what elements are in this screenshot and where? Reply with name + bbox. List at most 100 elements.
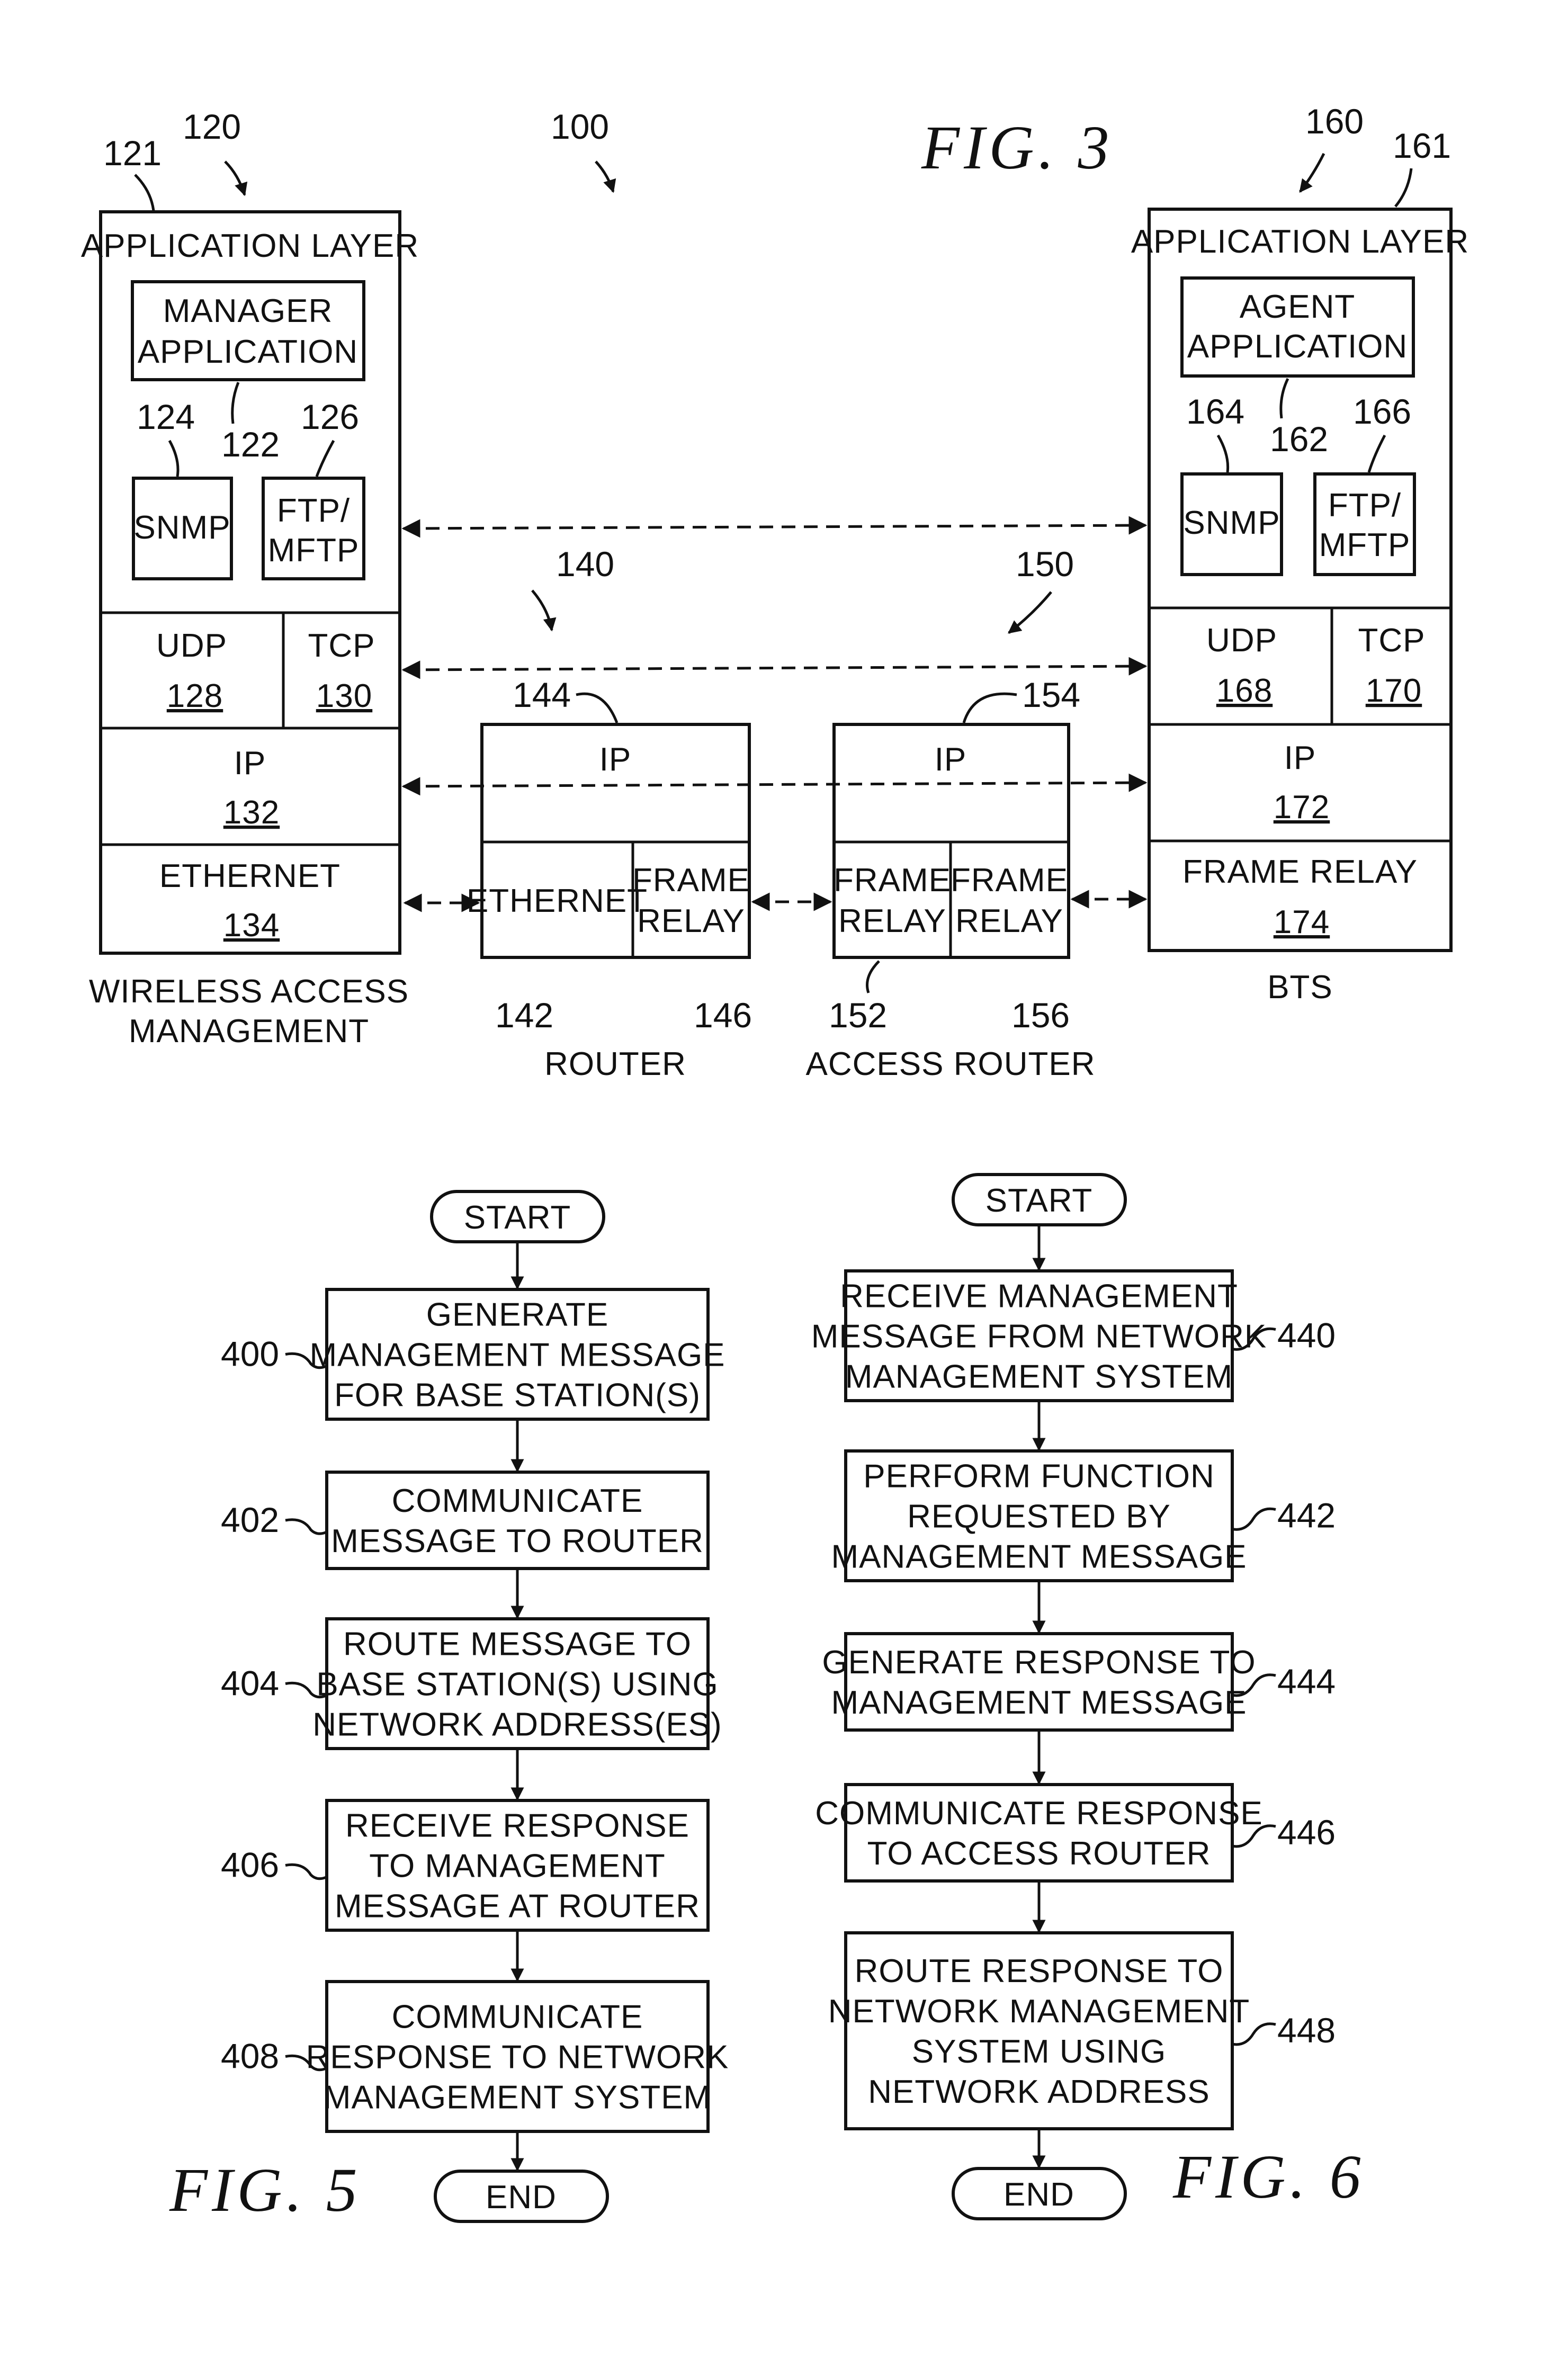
ref-wam-leader [224,160,248,196]
flow-step-ref: 446 [1277,1813,1336,1852]
flow-step-text: NETWORK MANAGEMENT [828,1993,1250,2030]
bts-agent-application-box [1180,276,1415,378]
router-fr-line2: RELAY [637,903,745,939]
ref-bts-ftp: 166 [1353,392,1411,431]
flow-step-text: FOR BASE STATION(S) [334,1377,701,1414]
flow-step-text: ROUTE RESPONSE TO [855,1953,1224,1989]
access-router-fr2-line2: RELAY [955,903,1063,939]
ref-bts-snmp-leader [1216,434,1230,473]
flow-step-text: MANAGEMENT MESSAGE [831,1684,1247,1721]
access-router-caption: ACCESS ROUTER [806,1046,1096,1082]
ref-access-router-fr1-leader [866,960,880,993]
wam-udp-label: UDP [156,628,227,664]
wam-app-line1: MANAGER [163,293,333,329]
ref-bts-app: 162 [1270,419,1328,459]
wam-link-num: 134 [223,907,280,944]
flow-step-ref-leader [285,1681,328,1699]
bts-app-line1: AGENT [1240,289,1356,325]
ref-bts-stack: 161 [1393,126,1451,165]
flow-step-ref-leader [285,2054,328,2072]
router-ip-label: IP [599,741,632,778]
flow-step-text: COMMUNICATE [392,1483,643,1519]
flow-step-text: MESSAGE TO ROUTER [331,1523,704,1560]
flow-step-ref: 402 [221,1500,279,1539]
wam-stack: 121 120 APPLICATION LAYER MANAGER APPLIC… [81,107,419,1050]
ref-wam: 120 [183,107,241,146]
flow-step-text: TO MANAGEMENT [369,1848,666,1885]
peer-link-transport [401,657,1148,679]
flow-step-text: GENERATE RESPONSE TO [822,1644,1256,1681]
ref-router-fr: 146 [694,996,752,1035]
bts-snmp-label: SNMP [1183,505,1280,541]
bts-udp-label: UDP [1206,622,1277,659]
flow-step-ref: 440 [1277,1316,1336,1355]
ref-bts-leader [1299,153,1325,193]
fig3-diagram: FIG. 3 100 121 120 APPLICATION LAYER MAN… [81,102,1469,1082]
flow-step-ref: 442 [1277,1496,1336,1535]
flow-step-ref: 400 [221,1334,279,1374]
ref-wam-stack-leader [134,174,155,211]
flow-step-text: MANAGEMENT SYSTEM [324,2080,711,2116]
ref-bts-ftp-leader [1367,434,1386,473]
access-router: 150 IP 154 FRAME RELAY FRAME RELAY 152 1… [806,544,1096,1082]
ref-router: 140 [556,544,614,584]
wam-caption-line2: MANAGEMENT [129,1013,369,1050]
ref-wam-ftp: 126 [301,397,359,436]
access-router-fr1-line2: RELAY [838,903,946,939]
ref-access-router-ip: 154 [1022,675,1080,714]
peer-link-ip [401,773,1148,796]
flow-step-text: BASE STATION(S) USING [316,1666,718,1703]
bts-app-line2: APPLICATION [1187,328,1408,365]
ref-access-router-ip-leader [962,692,1017,723]
wam-ip-label: IP [234,745,266,782]
wam-outer-box [99,210,401,955]
wam-app-line2: APPLICATION [138,334,358,370]
flow-step-ref-leader [1232,1824,1276,1848]
flow-step-text: MANAGEMENT MESSAGE [309,1337,725,1374]
wam-snmp-box [132,477,233,580]
flow-step-ref: 404 [221,1664,279,1703]
bts-tcp-label: TCP [1358,622,1426,659]
ref-wam-app-leader [231,382,240,424]
ref-wam-ftp-leader [315,440,335,477]
ref-system-leader [595,160,616,193]
wam-tcp-label: TCP [308,628,375,664]
ref-bts: 160 [1305,102,1364,141]
flow-step-ref: 406 [221,1845,279,1885]
flow-step-ref: 408 [221,2037,279,2076]
bts-caption: BTS [1267,969,1333,1006]
fig5-start-label: START [464,1199,571,1236]
ref-access-router-fr2: 156 [1011,996,1070,1035]
ref-router-ip: 144 [513,675,571,714]
ref-bts-stack-leader [1394,168,1413,208]
flow-step-ref-leader [1232,1327,1276,1351]
wam-manager-application-box [131,280,365,381]
router-fr-line1: FRAME [632,862,750,899]
wam-ftp-line2: MFTP [268,532,360,569]
ref-bts-app-leader [1279,378,1289,419]
fig5-end-label: END [486,2179,557,2216]
fig3-title: FIG. 3 [921,113,1114,182]
flow-step-text: NETWORK ADDRESS [868,2074,1209,2110]
wam-ftp-line1: FTP/ [277,492,350,529]
wam-udp-num: 128 [167,678,223,714]
flow-step-ref-leader [1232,2022,1276,2046]
bts-app-layer-label: APPLICATION LAYER [1131,223,1469,260]
wam-app-layer-label: APPLICATION LAYER [81,228,419,264]
fig6-title: FIG. 6 [1172,2142,1365,2211]
flow-step-text: COMMUNICATE RESPONSE [815,1795,1263,1832]
flow-step-ref-leader [285,1352,328,1369]
fig6-end-terminal [952,2167,1127,2220]
fig6-start-label: START [985,1182,1093,1219]
flow-step-text: NETWORK ADDRESS(ES) [312,1707,722,1743]
wam-snmp-label: SNMP [133,509,230,546]
bts-ftp-line2: MFTP [1319,527,1411,563]
